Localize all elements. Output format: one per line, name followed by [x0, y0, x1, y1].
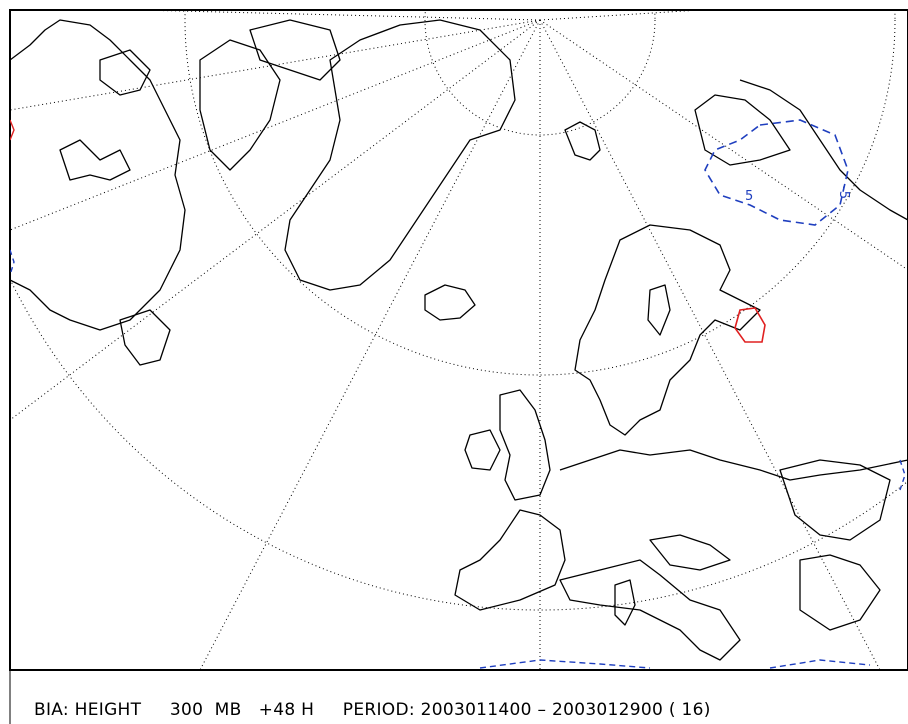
latitude-circles	[10, 10, 908, 611]
coast-iceland	[424, 284, 476, 321]
coast-caspian	[779, 459, 891, 541]
meridian	[10, 19, 541, 421]
coast-ireland	[464, 429, 501, 471]
coast-north-america	[10, 19, 186, 331]
coast-corsica-sardinia	[614, 579, 636, 626]
coast-novaya-zemlya	[694, 94, 791, 166]
contour-label: 5	[745, 189, 753, 204]
coast-newfoundland	[119, 309, 171, 366]
coast-great-britain	[499, 389, 551, 501]
meridian	[539, 10, 701, 21]
coast-asia-minor	[799, 554, 881, 631]
meridian	[199, 19, 541, 670]
coast-europe-north	[559, 449, 908, 481]
edge-contour-fragment	[479, 659, 651, 669]
caption-field: BIA: HEIGHT	[34, 700, 142, 720]
edge-contour-fragment	[10, 119, 15, 141]
caption-level: 300 MB	[169, 700, 242, 720]
coast-black-sea	[649, 534, 731, 571]
meridian	[139, 10, 541, 21]
edge-contour-fragment	[10, 249, 15, 276]
positive-contour	[734, 307, 766, 343]
coast-island	[249, 19, 341, 81]
coast-scandinavia	[574, 224, 761, 436]
meridian	[539, 19, 908, 271]
coast-svalbard	[564, 121, 601, 161]
meridians	[10, 10, 908, 670]
map-frame	[9, 9, 908, 671]
coast-siberia	[739, 79, 908, 221]
caption-forecast: +48 H	[258, 700, 315, 720]
meridian	[10, 19, 541, 231]
coastlines	[10, 19, 908, 661]
coast-island	[59, 139, 131, 181]
coast-island-baffin	[199, 39, 281, 171]
coast-gulf-bothnia	[647, 284, 671, 336]
negative-contour	[704, 119, 849, 226]
coast-greenland	[284, 19, 516, 291]
latitude-circle	[184, 10, 896, 376]
coast-island	[99, 49, 151, 96]
coast-iberia	[454, 509, 566, 611]
contour-label: -5	[836, 186, 851, 199]
caption-period: PERIOD: 2003011400 – 2003012900 ( 16)	[342, 700, 711, 720]
latitude-circle	[424, 10, 656, 136]
edge-contour-fragment	[769, 659, 871, 669]
map-caption: BIA: HEIGHT 300 MB +48 H PERIOD: 2003011…	[34, 700, 711, 720]
coast-mediterranean	[559, 559, 741, 661]
